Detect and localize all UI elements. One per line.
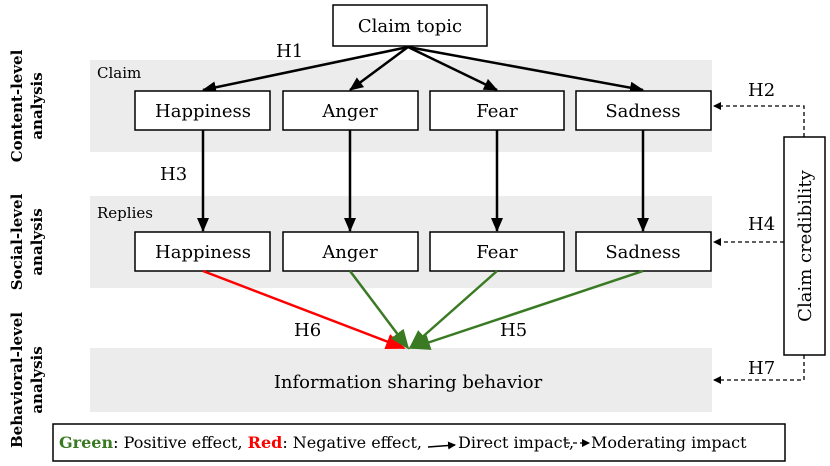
- h2-label: H2: [748, 80, 775, 101]
- h6-label: H6: [294, 320, 321, 341]
- h3-label: H3: [160, 164, 187, 185]
- legend-text: Green: Positive effect, Red: Negative ef…: [59, 433, 422, 452]
- svg-text:analysis: analysis: [28, 346, 46, 413]
- legend-moderating-label: Moderating impact: [591, 433, 747, 452]
- social-level-label: Social-level analysis: [8, 193, 46, 290]
- h3-arrows: [197, 130, 649, 232]
- claim-credibility-node: [783, 136, 826, 356]
- svg-text:Social-level: Social-level: [8, 193, 26, 290]
- svg-text:Behavioral-level: Behavioral-level: [8, 312, 26, 448]
- h5-positive-arrows: [349, 269, 644, 350]
- claim-emotion-nodes: Happiness Anger Fear Sadness: [134, 90, 712, 131]
- svg-text:analysis: analysis: [28, 72, 46, 139]
- legend-direct-arrow: [427, 441, 456, 450]
- behavioral-level-band: [90, 348, 712, 412]
- svg-text:Anger: Anger: [321, 242, 378, 263]
- svg-text:Happiness: Happiness: [155, 242, 251, 263]
- svg-text:Anger: Anger: [321, 101, 378, 122]
- h7-label: H7: [748, 358, 775, 379]
- reply-emotion-nodes: Happiness Anger Fear Sadness: [134, 231, 712, 272]
- h6-negative-arrow: [202, 269, 406, 350]
- svg-text:analysis: analysis: [28, 208, 46, 275]
- claim-topic-node: [332, 4, 488, 47]
- behavioral-level-label: Behavioral-level analysis: [8, 312, 46, 448]
- svg-text:Fear: Fear: [476, 101, 518, 122]
- legend-direct-label: Direct impact,: [458, 433, 574, 452]
- claim-topic-label: Claim topic: [358, 16, 462, 37]
- claim-band-label: Claim: [97, 64, 141, 82]
- svg-text:Happiness: Happiness: [155, 101, 251, 122]
- legend-box: [52, 423, 786, 462]
- svg-text:Content-level: Content-level: [8, 49, 26, 162]
- content-level-label: Content-level analysis: [8, 49, 46, 162]
- h5-label: H5: [500, 320, 527, 341]
- svg-text:Sadness: Sadness: [605, 101, 680, 122]
- information-sharing-node: Information sharing behavior: [274, 372, 543, 393]
- h1-arrows: [202, 45, 644, 94]
- svg-text:Fear: Fear: [476, 242, 518, 263]
- moderating-arrows: [713, 102, 805, 384]
- claim-credibility-label: Claim credibility: [795, 169, 816, 321]
- replies-band-label: Replies: [97, 204, 153, 222]
- h4-label: H4: [748, 214, 775, 235]
- h1-label: H1: [276, 41, 303, 62]
- svg-text:Sadness: Sadness: [605, 242, 680, 263]
